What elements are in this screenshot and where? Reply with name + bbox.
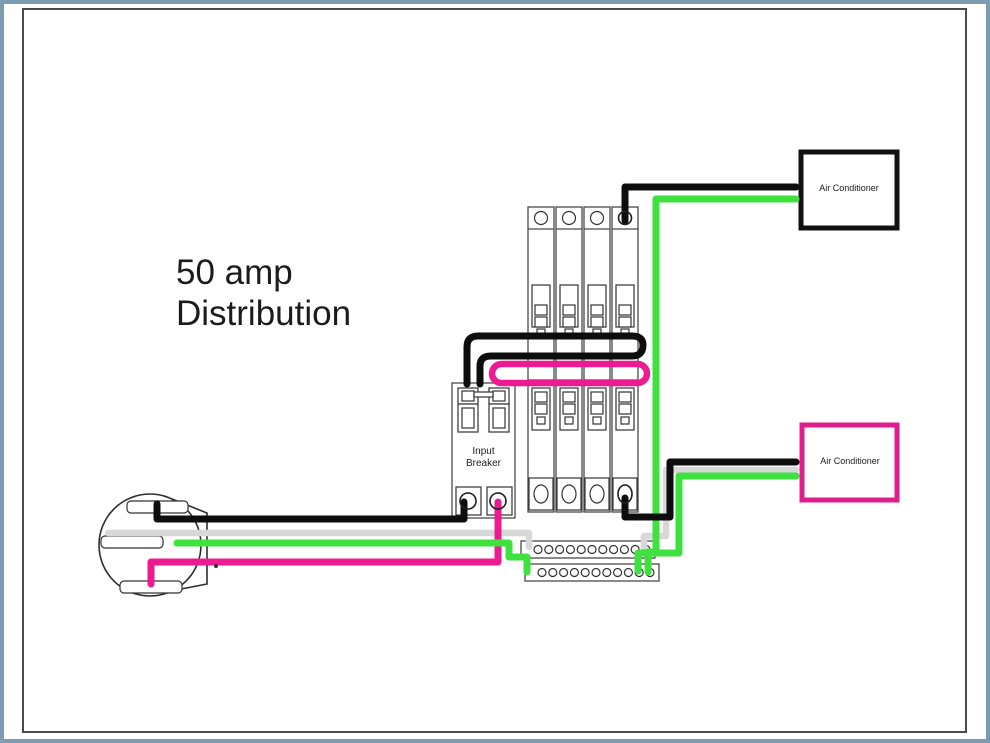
pink-hot-wire-plug-to-breaker — [147, 498, 502, 588]
breaker-column — [583, 382, 611, 513]
air-conditioner-bottom-label: Air Conditioner — [820, 456, 880, 466]
title-line-2: Distribution — [176, 294, 352, 334]
ground-wire-ac-bottom-to-bus — [634, 472, 800, 575]
ground-wire-plug-to-bus — [173, 539, 531, 576]
input-breaker-label: Input Breaker — [452, 446, 515, 469]
air-conditioner-top-label: Air Conditioner — [819, 183, 879, 193]
ground-bus-bar — [524, 563, 660, 582]
breaker-column — [555, 382, 583, 513]
top-breaker4-terminal-ring — [617, 210, 633, 226]
input-terminal-left-ring — [459, 492, 477, 510]
input-breaker-label-line1: Input — [472, 446, 495, 457]
black-hot-wire-breaker-to-ac-bottom — [621, 458, 800, 521]
air-conditioner-box-bottom — [799, 422, 900, 503]
black-hot-wire-breaker-to-ac-top — [621, 183, 800, 225]
air-conditioner-box-top — [798, 149, 900, 231]
pink-bus-loop — [488, 360, 651, 387]
plug-cord-grip — [171, 498, 208, 591]
breaker-column — [527, 382, 555, 513]
title-line-1: 50 amp — [176, 253, 293, 292]
black-bus-loop — [463, 332, 647, 388]
neutral-wire-bus-to-ac-bottom — [640, 466, 800, 552]
breaker-row-bottom — [527, 382, 639, 513]
input-breaker-label-line2: Breaker — [465, 457, 501, 469]
breaker-column — [611, 382, 639, 513]
black-hot-wire-plug-to-breaker — [153, 498, 468, 523]
input-terminal-right-ring — [489, 492, 507, 510]
handle-tie — [473, 391, 494, 398]
diagram-title: 50 amp Distribution — [176, 252, 351, 335]
neutral-wire-plug-to-bus — [104, 529, 533, 551]
plug-prong-left — [100, 535, 164, 549]
stray-dot — [214, 564, 218, 568]
bottom-breaker4-terminal-ring — [617, 484, 633, 504]
